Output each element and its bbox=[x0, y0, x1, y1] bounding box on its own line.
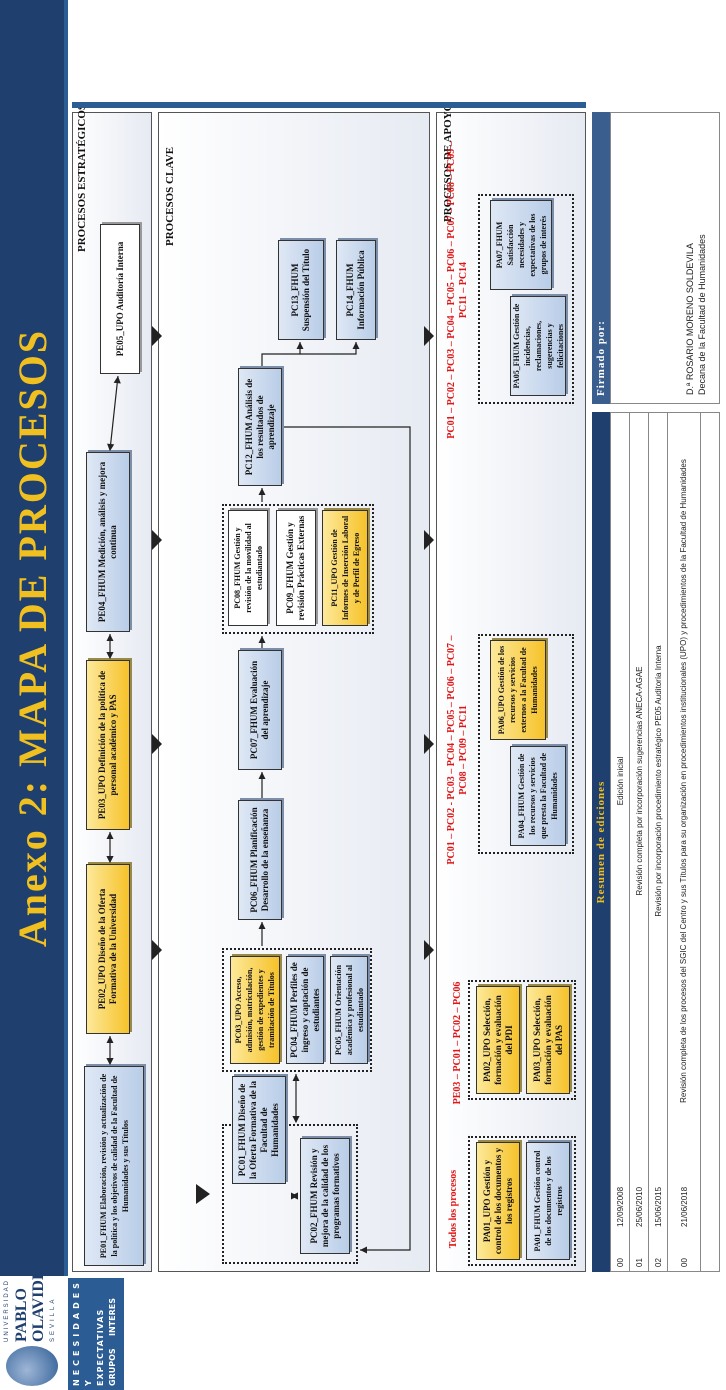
arrow-down-6 bbox=[152, 940, 162, 960]
table-row: 00 21/06/2018 Revisión completa de los p… bbox=[668, 413, 701, 1271]
row-1-date: 12/09/2008 bbox=[615, 1186, 625, 1227]
signer-name: D.ª ROSARIO MORENO SOLDEVILA bbox=[685, 243, 695, 395]
table-row: 01 25/06/2010 Revisión completa por inco… bbox=[630, 413, 649, 1271]
arrow-down-3 bbox=[424, 734, 434, 754]
row-4-desc: Revisión completa de los procesos del SG… bbox=[679, 459, 688, 1103]
feedback-loop bbox=[284, 426, 411, 1254]
pc12-pc14-arrow bbox=[300, 342, 360, 355]
right-bar bbox=[72, 102, 586, 108]
row-4-date: 21/06/2018 bbox=[679, 1186, 689, 1227]
row-1-desc: Edición inicial bbox=[615, 756, 625, 806]
table-row: 00 12/09/2008 Edición inicial bbox=[611, 413, 630, 1271]
row-3-desc: Revisión por incorporación procedimiento… bbox=[653, 645, 663, 917]
pe04-pe05-arrow bbox=[107, 375, 121, 452]
signed-header-label: Firmado por: bbox=[595, 320, 607, 396]
table-row: 02 15/06/2015 Revisión por incorporación… bbox=[649, 413, 668, 1271]
arrow-down-4 bbox=[424, 530, 434, 550]
arrow-down-9 bbox=[152, 326, 162, 346]
editions-table: 00 12/09/2008 Edición inicial 01 25/06/2… bbox=[610, 412, 720, 1272]
row-3-ed: 02 bbox=[653, 1258, 663, 1267]
row-2-ed: 01 bbox=[634, 1258, 644, 1267]
row-2-desc: Revisión completa por incorporación suge… bbox=[634, 666, 644, 896]
row-4-ed: 00 bbox=[679, 1258, 689, 1267]
arrow-down-2 bbox=[424, 940, 434, 960]
arrow-down-1 bbox=[196, 1184, 210, 1204]
signer-role: Decana de la Facultad de Humanidades bbox=[697, 234, 707, 395]
signed-box: D.ª ROSARIO MORENO SOLDEVILA Decana de l… bbox=[610, 112, 720, 404]
signed-header: Firmado por: bbox=[592, 112, 610, 404]
row-1-ed: 00 bbox=[615, 1258, 625, 1267]
pc12-pc13-arrow bbox=[261, 342, 304, 366]
arrow-down-7 bbox=[152, 734, 162, 754]
arrow-down-8 bbox=[152, 530, 162, 550]
row-3-date: 15/06/2015 bbox=[653, 1186, 663, 1227]
editions-header: Resumen de ediciones bbox=[592, 412, 610, 1272]
row-2-date: 25/06/2010 bbox=[634, 1186, 644, 1227]
arrow-down-5 bbox=[424, 326, 434, 346]
